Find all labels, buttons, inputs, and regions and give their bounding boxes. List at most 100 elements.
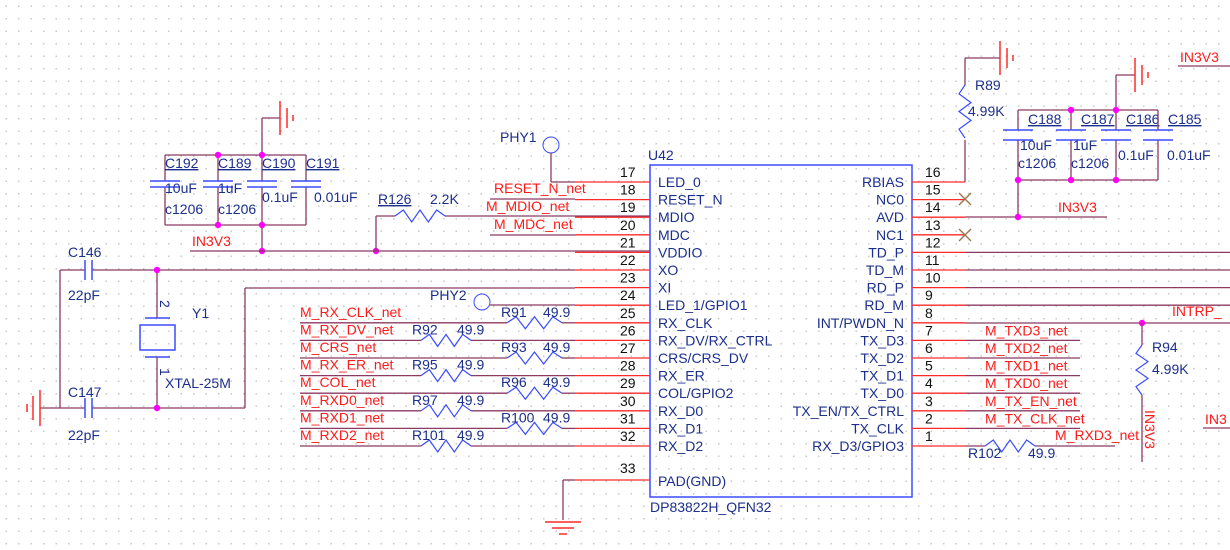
pin-name: PAD(GND) bbox=[658, 473, 726, 489]
pin-number: 20 bbox=[620, 217, 636, 233]
res-value: 49.9 bbox=[457, 427, 484, 443]
pin-number: 29 bbox=[620, 375, 636, 391]
power-net-label: IN3V3 bbox=[1058, 199, 1097, 215]
pin-name: RX_ER bbox=[658, 368, 705, 384]
pin-name: COL/GPIO2 bbox=[658, 385, 734, 401]
crystal-ref: Y1 bbox=[192, 305, 209, 321]
pin-number: 5 bbox=[925, 358, 933, 374]
pin-number: 3 bbox=[925, 393, 933, 409]
pin-number: 33 bbox=[620, 460, 636, 476]
test-point bbox=[473, 293, 491, 311]
pin-number: 6 bbox=[925, 340, 933, 356]
cap-ref: C146 bbox=[68, 244, 102, 260]
pin-number: 4 bbox=[925, 375, 933, 391]
pin-name: TX_D2 bbox=[860, 350, 904, 366]
junction-dot bbox=[1067, 176, 1075, 184]
net-label: M_RXD1_net bbox=[300, 409, 384, 425]
pin-name: RX_CLK bbox=[658, 315, 713, 331]
pin-name: RX_D0 bbox=[658, 403, 703, 419]
test-point-label: PHY1 bbox=[500, 129, 537, 145]
pin-number: 31 bbox=[620, 410, 636, 426]
res-ref: R97 bbox=[412, 392, 438, 408]
net-label: M_RX_DV_net bbox=[300, 321, 393, 337]
res-value: 49.9 bbox=[1028, 445, 1055, 461]
net-label: M_RX_CLK_net bbox=[300, 304, 401, 320]
no-connect-icon bbox=[958, 192, 972, 206]
pin-number: 7 bbox=[925, 322, 933, 338]
cap-package: c1206 bbox=[218, 201, 256, 217]
pin-number: 21 bbox=[620, 234, 636, 250]
resistor-r89 bbox=[957, 84, 973, 139]
res-value: 2.2K bbox=[430, 191, 459, 207]
cap-ref: C147 bbox=[68, 384, 102, 400]
cap-value: 0.1uF bbox=[1118, 147, 1154, 163]
pin-name: TX_EN/TX_CTRL bbox=[793, 403, 904, 419]
crystal-pin: 2 bbox=[157, 300, 173, 308]
test-point-label: PHY2 bbox=[430, 287, 467, 303]
pin-number: 15 bbox=[925, 182, 941, 198]
pin-name: NC0 bbox=[876, 192, 904, 208]
pin-name: TX_D0 bbox=[860, 385, 904, 401]
res-ref: R95 bbox=[412, 357, 438, 373]
net-label: M_CRS_net bbox=[300, 339, 376, 355]
pin-number: 27 bbox=[620, 340, 636, 356]
net-label: M_TX_CLK_net bbox=[985, 410, 1085, 426]
junction-dot bbox=[258, 221, 266, 229]
res-ref: R100 bbox=[501, 409, 535, 425]
res-ref: R94 bbox=[1152, 339, 1178, 355]
pin-name: MDC bbox=[658, 227, 690, 243]
pin-name: AVD bbox=[876, 209, 904, 225]
pin-name: XI bbox=[658, 280, 671, 296]
cap-value: 10uF bbox=[165, 180, 197, 196]
net-label: M_TXD3_net bbox=[985, 322, 1068, 338]
pin-number: 2 bbox=[925, 410, 933, 426]
pin-number: 28 bbox=[620, 358, 636, 374]
net-label: M_MDIO_net bbox=[486, 198, 569, 214]
res-value: 4.99K bbox=[968, 103, 1005, 119]
resistor-r94 bbox=[1134, 344, 1150, 396]
junction-dot bbox=[214, 221, 222, 229]
pin-number: 26 bbox=[620, 322, 636, 338]
cap-ref: C190 bbox=[262, 155, 296, 171]
pin-number: 22 bbox=[620, 252, 636, 268]
res-ref: R91 bbox=[501, 304, 527, 320]
net-label: M_TXD0_net bbox=[985, 375, 1068, 391]
pin-name: LED_1/GPIO1 bbox=[658, 297, 748, 313]
pin-number: 8 bbox=[925, 305, 933, 321]
junction-dot bbox=[1112, 106, 1120, 114]
pin-number: 18 bbox=[620, 182, 636, 198]
pin-name: RX_DV/RX_CTRL bbox=[658, 332, 773, 348]
junction-dot bbox=[1112, 176, 1120, 184]
pin-number: 10 bbox=[925, 270, 941, 286]
net-label: M_RXD0_net bbox=[300, 392, 384, 408]
cap-ref: C186 bbox=[1126, 111, 1160, 127]
cap-value: 10uF bbox=[1020, 137, 1052, 153]
res-value: 49.9 bbox=[457, 357, 484, 373]
pin-name: NC1 bbox=[876, 227, 904, 243]
cap-package: c1206 bbox=[1018, 155, 1056, 171]
crystal-part: XTAL-25M bbox=[165, 375, 231, 391]
pin-number: 9 bbox=[925, 287, 933, 303]
power-net-label: IN3V3 bbox=[1180, 49, 1219, 65]
resistor bbox=[506, 386, 563, 401]
net-label: M_TXD1_net bbox=[985, 358, 1068, 374]
pin-number: 23 bbox=[620, 270, 636, 286]
pin-name: TX_D3 bbox=[860, 332, 904, 348]
res-value: 49.9 bbox=[457, 321, 484, 337]
pin-name: RD_P bbox=[867, 280, 904, 296]
res-ref: R102 bbox=[968, 445, 1002, 461]
pin-name: RD_M bbox=[864, 297, 904, 313]
pin-name: TX_CLK bbox=[851, 420, 905, 436]
junction-dot bbox=[258, 151, 266, 159]
net-label: RESET_N_net bbox=[494, 180, 586, 196]
power-net-label: IN3V3 bbox=[1142, 410, 1158, 449]
res-value: 49.9 bbox=[543, 374, 570, 390]
net-label: M_TXD2_net bbox=[985, 340, 1068, 356]
cap-ref: C191 bbox=[306, 155, 340, 171]
pin-number: 32 bbox=[620, 428, 636, 444]
net-label: INTRP_ bbox=[1172, 303, 1222, 319]
junction-dot bbox=[153, 266, 161, 274]
cap-ref: C192 bbox=[165, 155, 199, 171]
pin-name: TD_M bbox=[866, 262, 904, 278]
